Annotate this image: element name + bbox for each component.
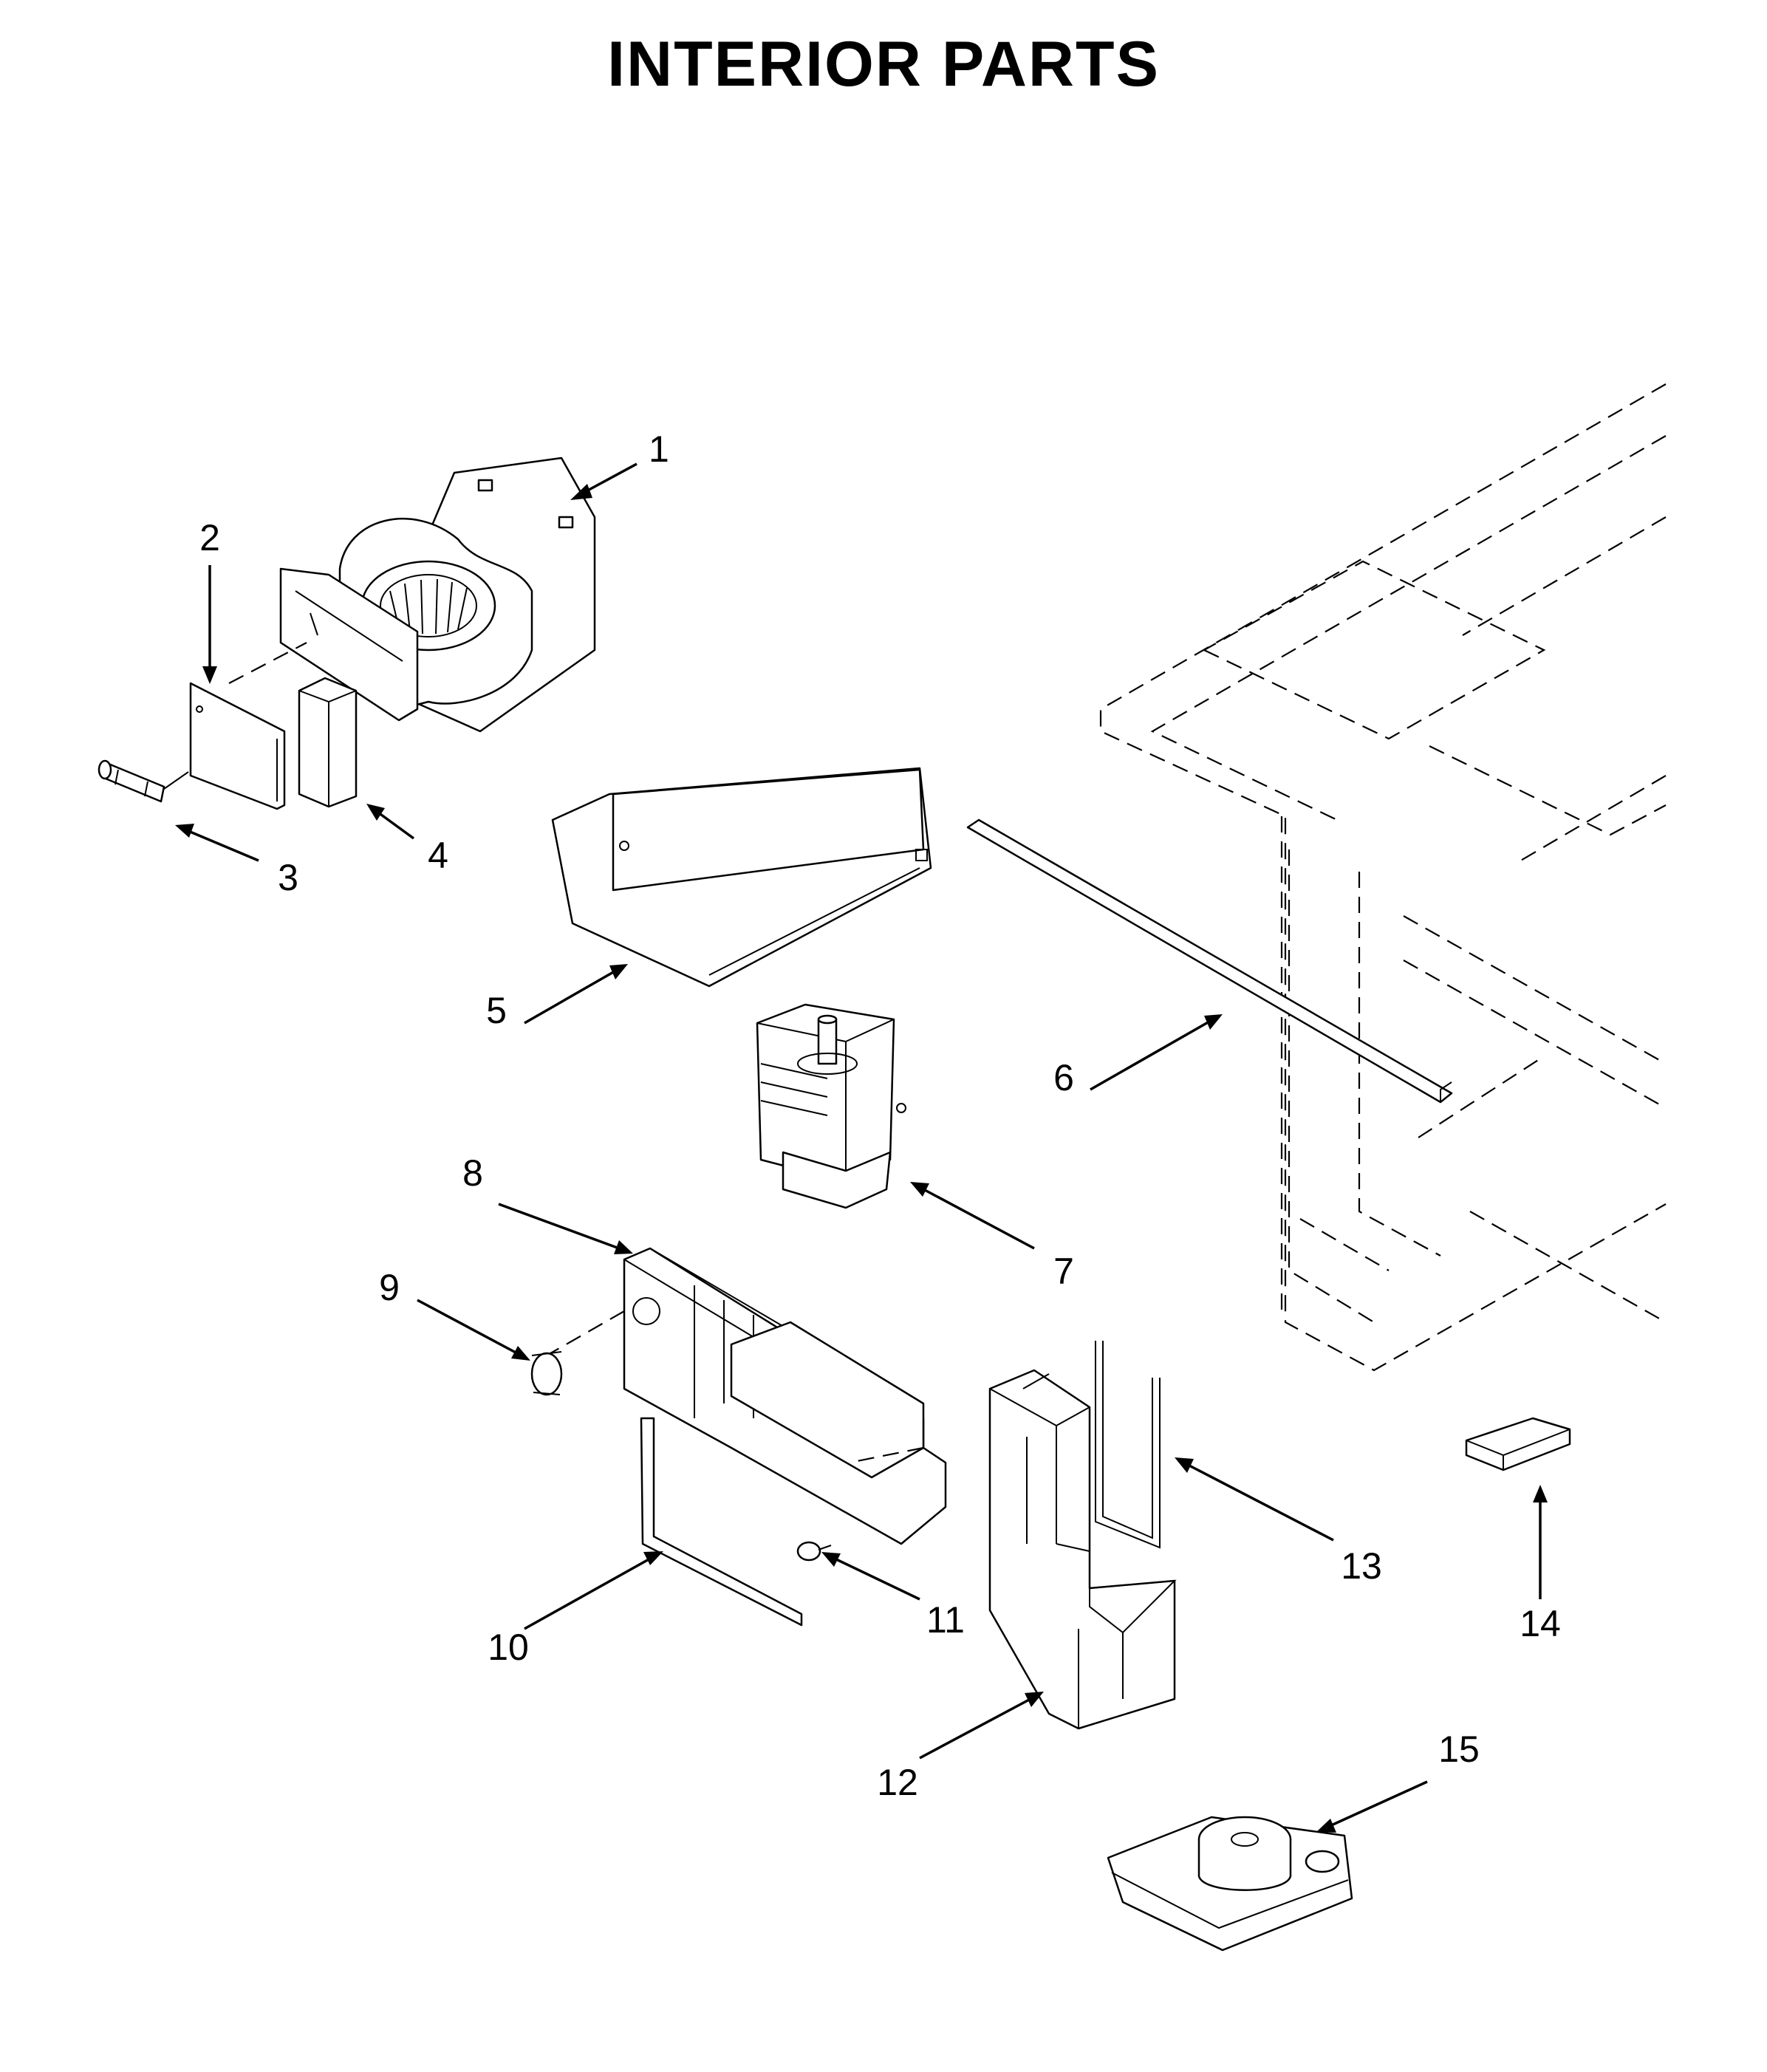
part-6-rod <box>966 818 1453 1104</box>
callout-4: 4 <box>428 835 448 876</box>
part-7-magnetron <box>756 1003 906 1209</box>
part-15-turntable-motor <box>1107 1816 1353 1952</box>
part-3-fuse <box>98 759 189 803</box>
page-title: INTERIOR PARTS <box>607 29 1160 100</box>
callout-11: 11 <box>926 1599 965 1641</box>
callout-8: 8 <box>462 1152 483 1194</box>
part-4-block <box>298 677 358 808</box>
callout-6: 6 <box>1053 1057 1074 1098</box>
part-8-duct-assembly <box>546 1247 947 1545</box>
callout-10: 10 <box>488 1627 529 1668</box>
part-14-pad <box>1465 1417 1571 1471</box>
callout-9: 9 <box>379 1267 400 1308</box>
part-9-thermostat <box>530 1351 563 1396</box>
callout-labels: 1 2 3 4 5 6 7 8 9 10 11 12 13 14 15 <box>199 428 1561 1803</box>
callout-12: 12 <box>877 1762 918 1803</box>
callout-1: 1 <box>649 428 669 470</box>
part-13-u-rod <box>1095 1341 1161 1549</box>
part-12-duct <box>988 1369 1177 1730</box>
callout-7: 7 <box>1053 1251 1074 1292</box>
part-10-l-bar <box>640 1417 803 1627</box>
callout-5: 5 <box>486 990 507 1031</box>
callout-2: 2 <box>199 517 220 558</box>
oven-cavity-outline <box>1099 383 1667 1372</box>
part-11-screw <box>796 1541 832 1562</box>
callout-13: 13 <box>1341 1545 1382 1587</box>
part-1-blower-assembly <box>279 457 596 733</box>
part-2-cover-plate <box>189 642 307 810</box>
callout-3: 3 <box>278 857 298 898</box>
callout-14: 14 <box>1520 1603 1561 1644</box>
leader-lines <box>175 462 1548 1833</box>
callout-15: 15 <box>1438 1729 1480 1770</box>
part-5-air-guide <box>551 767 932 988</box>
